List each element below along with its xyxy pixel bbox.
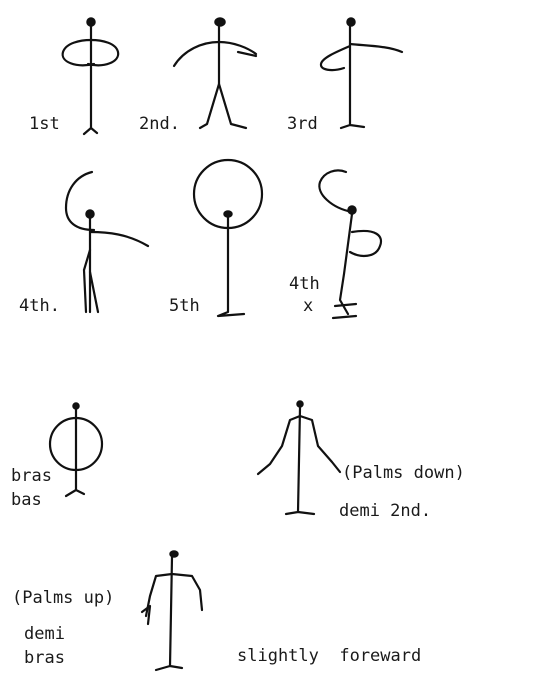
figure-first-position <box>63 18 119 134</box>
label-second-position: 2nd. <box>139 114 180 134</box>
label-demi-second: demi 2nd. <box>339 501 431 521</box>
label-palms-down: (Palms down) <box>342 463 465 483</box>
label-fifth-position: 5th <box>169 296 200 316</box>
figure-bras-bas <box>50 403 102 496</box>
label-palms-up: (Palms up) <box>12 588 114 608</box>
label-fourth-position: 4th. <box>19 296 60 316</box>
label-fourth-x-line1: 4th <box>289 274 320 294</box>
figure-third-position <box>321 18 402 128</box>
label-first-position: 1st <box>29 114 60 134</box>
label-bras-bas-line2: bas <box>11 490 42 510</box>
label-demi-bras-line1: demi <box>24 624 65 644</box>
figure-fourth-position <box>66 172 148 312</box>
label-bras-bas-line1: bras <box>11 466 52 486</box>
figure-fourth-x-position <box>319 170 381 318</box>
label-demi-bras-line2: bras <box>24 648 65 668</box>
figure-second-position <box>174 18 256 128</box>
label-slightly-foreward: slightly foreward <box>237 646 421 666</box>
label-fourth-x-line2: x <box>303 296 313 316</box>
label-third-position: 3rd <box>287 114 318 134</box>
figure-demi-bras <box>142 551 202 670</box>
figure-fifth-position <box>194 160 262 316</box>
figure-demi-second <box>258 401 340 514</box>
